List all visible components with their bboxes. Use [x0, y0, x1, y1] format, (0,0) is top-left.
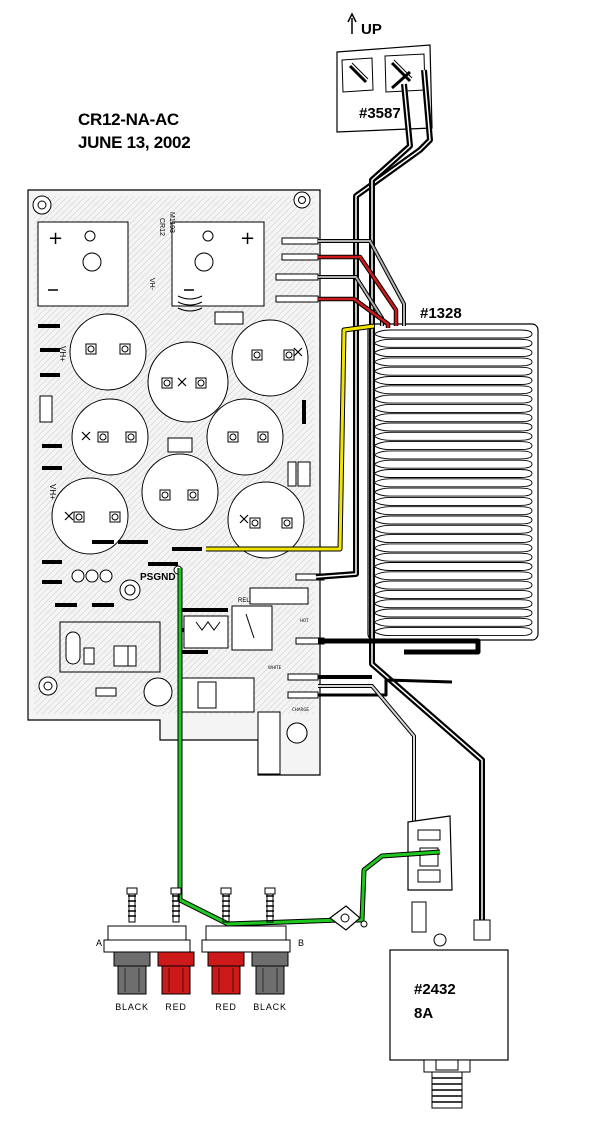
board-charge: CHARGE [292, 707, 309, 712]
coil-winding [373, 496, 533, 506]
coil-winding [373, 403, 533, 413]
board-vh-plus2: VH+ [48, 484, 57, 500]
coil-winding [373, 478, 533, 488]
coil-winding [373, 599, 533, 609]
group-b-label: B [298, 938, 304, 948]
rocker-switch: #3587 [336, 44, 433, 133]
coil-winding [373, 385, 533, 395]
coil-winding [373, 376, 533, 385]
date-title: JUNE 13, 2002 [78, 133, 191, 152]
coil-winding [373, 394, 533, 404]
coil-winding [373, 562, 533, 571]
board-mb: M1193 [168, 212, 175, 233]
binding-post-cap [157, 951, 195, 995]
coil-winding [373, 608, 533, 618]
breaker-part-label: #2432 [414, 981, 456, 998]
coil-winding [373, 422, 533, 432]
switch-part-label: #3587 [359, 105, 401, 122]
coil-winding [373, 515, 533, 525]
coil-winding [373, 441, 533, 451]
coil-winding [373, 617, 533, 627]
binding-post-color-label: RED [215, 1002, 236, 1012]
coil-winding [373, 589, 533, 599]
binding-post-stud [126, 887, 138, 923]
breaker-rating-label: 8A [414, 1005, 433, 1022]
transformer-part-label: #1328 [420, 305, 462, 322]
coil-winding [373, 571, 533, 581]
coil-winding [373, 338, 533, 348]
coil-winding [373, 524, 533, 534]
coil-winding [373, 329, 533, 339]
coil-winding [373, 366, 533, 376]
coil-winding [373, 450, 533, 460]
binding-posts: A B BLACK RED RED BLACK [96, 887, 304, 1012]
coil-winding [373, 534, 533, 544]
up-indicator: UP [347, 12, 382, 38]
coil-winding [373, 348, 533, 358]
binding-post-cap [113, 951, 151, 995]
group-a-label: A [96, 938, 102, 948]
binding-post-color-label: BLACK [253, 1002, 287, 1012]
board-vh-minus: VH- [148, 278, 155, 291]
coil-winding [373, 506, 533, 516]
binding-post-stud [264, 887, 276, 923]
circuit-breaker: #2432 8A [389, 901, 509, 1109]
svg-text:+: + [48, 228, 63, 249]
ground-lug [329, 905, 368, 931]
binding-post-cap [251, 951, 289, 995]
coil-winding [373, 580, 533, 590]
coil-winding [373, 627, 533, 637]
coil-winding [373, 543, 533, 553]
coil-winding [373, 469, 533, 478]
coil-winding [373, 431, 533, 441]
up-label: UP [361, 21, 382, 38]
board-psgnd: PSGND [140, 572, 176, 583]
coil-winding [373, 357, 533, 367]
coil-winding [373, 459, 533, 469]
board-white: WHITE [268, 665, 282, 670]
coil-winding [373, 487, 533, 497]
main-circuit-board: + + CR12 M1193 VH- [27, 189, 321, 776]
binding-post-stud [220, 887, 232, 923]
board-hot: HOT [300, 618, 309, 623]
coil-winding [373, 413, 533, 423]
board-vh-plus: VH+ [58, 346, 67, 362]
board-cr12: CR12 [158, 218, 165, 236]
binding-post-color-label: BLACK [115, 1002, 149, 1012]
model-title: CR12-NA-AC [78, 110, 179, 129]
coil-winding [373, 552, 533, 562]
binding-post-color-label: RED [165, 1002, 186, 1012]
yellow-wire [206, 323, 375, 552]
black-wires [315, 69, 485, 920]
binding-post-cap [207, 951, 245, 995]
filter-capacitors [51, 313, 309, 559]
binding-post-stud [170, 887, 182, 923]
svg-text:+: + [240, 228, 255, 249]
transformer: #1328 [367, 305, 539, 641]
red-wires [318, 254, 399, 328]
